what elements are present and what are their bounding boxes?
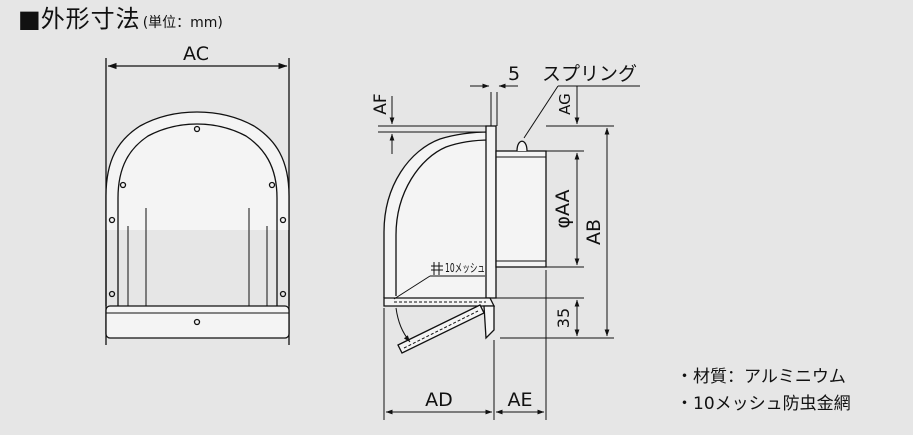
front-view	[105, 58, 290, 345]
label-phi-aa: φAA	[552, 189, 574, 228]
spec-notes: ・材質：アルミニウム ・10メッシュ防虫金網	[676, 364, 851, 418]
title-square-mark: ■	[18, 5, 41, 33]
label-ac: AC	[183, 43, 209, 65]
title-text: 外形寸法	[40, 5, 141, 33]
hood-arch-outer	[105, 111, 290, 230]
label-af: AF	[371, 93, 391, 114]
rivet	[193, 318, 201, 326]
label-ab: AB	[583, 219, 605, 245]
label-5: 5	[508, 63, 520, 85]
rivet	[268, 181, 276, 189]
label-ae: AE	[507, 389, 532, 411]
hood-arch-inner	[117, 123, 278, 230]
note-material: ・材質：アルミニウム	[676, 367, 846, 387]
rivet	[279, 290, 287, 298]
swing-arc	[395, 307, 411, 343]
hood-bottom-flange	[105, 305, 290, 339]
diagram-title: ■ 外形寸法 (単位：mm)	[18, 4, 223, 34]
spring-leader	[523, 85, 559, 139]
label-35: 35	[554, 308, 573, 328]
title-unit: (単位：mm)	[142, 15, 223, 31]
mesh-leader	[393, 275, 431, 300]
hood-side-body	[383, 131, 491, 298]
spring	[516, 140, 528, 152]
mesh-hatch-icon	[431, 262, 443, 275]
label-ad: AD	[425, 389, 453, 411]
wall-plate	[485, 125, 497, 299]
rivet	[108, 216, 116, 224]
rivet	[193, 125, 201, 133]
rivet	[119, 181, 127, 189]
rivet	[108, 290, 116, 298]
label-ag: AG	[556, 93, 574, 115]
label-spring: スプリング	[542, 63, 637, 85]
note-mesh: ・10メッシュ防虫金網	[676, 394, 851, 414]
duct-pipe	[495, 150, 547, 268]
label-mesh: 10メッシュ	[445, 261, 485, 275]
hood-side-inner	[395, 139, 491, 296]
rivet	[279, 216, 287, 224]
side-view	[378, 83, 640, 420]
